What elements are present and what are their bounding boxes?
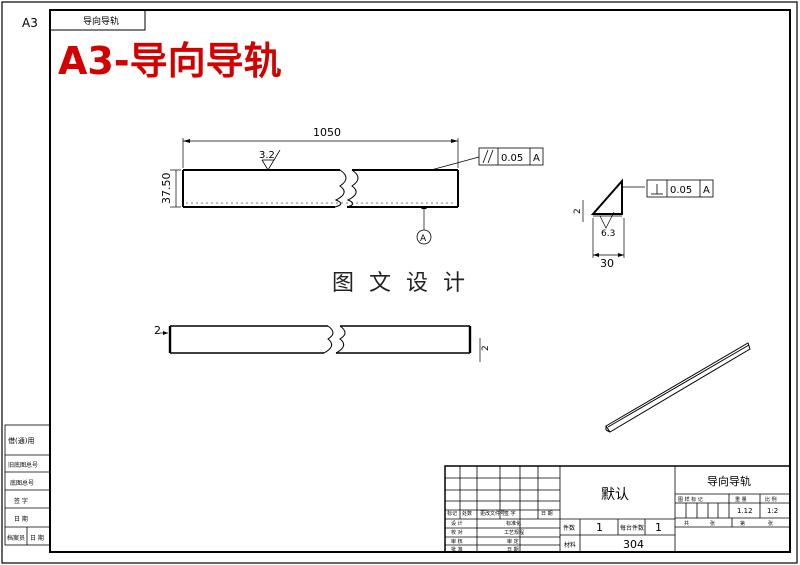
perpendicular-tolerance-frame: [646, 179, 714, 198]
tb-header-count: 处数: [462, 510, 472, 517]
tb-sheet-of: 第: [740, 520, 745, 527]
tb-role-design: 设 计: [451, 520, 463, 527]
tb-role-check: 校 对: [451, 529, 463, 536]
tb-material-name: 默认: [601, 487, 629, 503]
left-col-base-no: 底图总号: [10, 479, 34, 487]
tb-mid-date: 日 期: [507, 547, 519, 553]
watermark-text: 图 文 设 计: [332, 271, 469, 296]
tb-sheet-unit: 张: [710, 520, 715, 527]
roughness-value: 3.2: [259, 150, 275, 161]
parallel-tolerance-value: 0.05: [501, 153, 523, 164]
tb-weight-value: 1.12: [737, 507, 753, 515]
tb-role-approve: 批 准: [451, 546, 463, 553]
tb-mid-approve: 审 定: [507, 538, 519, 545]
perp-datum: A: [703, 185, 710, 196]
tb-stage-mark: 图 样 标 记: [678, 496, 703, 503]
angle-thickness-dim: 2: [573, 208, 583, 214]
drawing-name-tab-label: 导向导轨: [83, 15, 119, 27]
tb-mid-standard: 标准化: [506, 520, 521, 527]
tb-stage-weight: 重 量: [735, 496, 747, 503]
top-view-left-dim: 2: [154, 324, 161, 337]
page-title: A3-导向导轨: [58, 39, 282, 83]
isometric-view: [605, 342, 751, 433]
title-block-grid: [444, 465, 791, 553]
top-view-right-dim: 2: [481, 345, 491, 351]
tb-scale-value: 1:2: [767, 507, 778, 515]
rail-top-view: [160, 325, 481, 362]
left-col-date2: 日 期: [30, 534, 44, 542]
tb-header-mark: 标记: [447, 510, 457, 517]
angle-section-view: [582, 178, 645, 258]
angle-width-dim: 30: [600, 257, 614, 270]
sheet-size-label: A3: [22, 16, 38, 30]
left-col-date: 日 期: [14, 515, 28, 523]
length-dimension: 1050: [313, 126, 341, 139]
tb-part-title: 导向导轨: [707, 474, 751, 488]
tb-sheet-total: 共: [684, 520, 689, 527]
tb-stage-scale: 比 例: [765, 496, 777, 503]
tb-qty-label: 件数: [563, 524, 575, 532]
parallel-tolerance-frame: [478, 147, 544, 166]
parallel-datum: A: [533, 153, 540, 164]
tb-total-label: 每台件数: [620, 524, 644, 532]
height-dimension: 37.50: [160, 173, 173, 205]
angle-roughness: 6.3: [601, 229, 615, 239]
tb-qty-value: 1: [596, 521, 603, 534]
left-col-old-no: 旧底图总号: [8, 461, 38, 469]
left-col-borrow: 借(通)用: [8, 436, 34, 445]
rail-front-view: [170, 138, 480, 245]
left-info-column: [4, 424, 51, 546]
datum-label: A: [420, 234, 427, 244]
tb-header-date: 日 期: [541, 511, 553, 517]
tb-role-review: 审 核: [451, 538, 463, 545]
perp-tolerance-value: 0.05: [670, 185, 692, 196]
left-col-archivist: 档案员: [7, 534, 25, 542]
left-col-sign: 签 字: [14, 497, 28, 505]
tb-total-value: 1: [655, 521, 662, 534]
tb-material-value: 304: [623, 538, 644, 551]
tb-sheet-of-suffix: 张: [768, 520, 773, 527]
tb-header-sign: 签 字: [504, 510, 516, 517]
inner-frame: [49, 9, 791, 553]
tb-material-label: 材料: [564, 541, 576, 549]
tb-header-docno: 更改文件号: [480, 510, 505, 517]
tb-mid-process: 工艺规程: [504, 529, 524, 536]
drawing-name-tab: [49, 9, 146, 31]
